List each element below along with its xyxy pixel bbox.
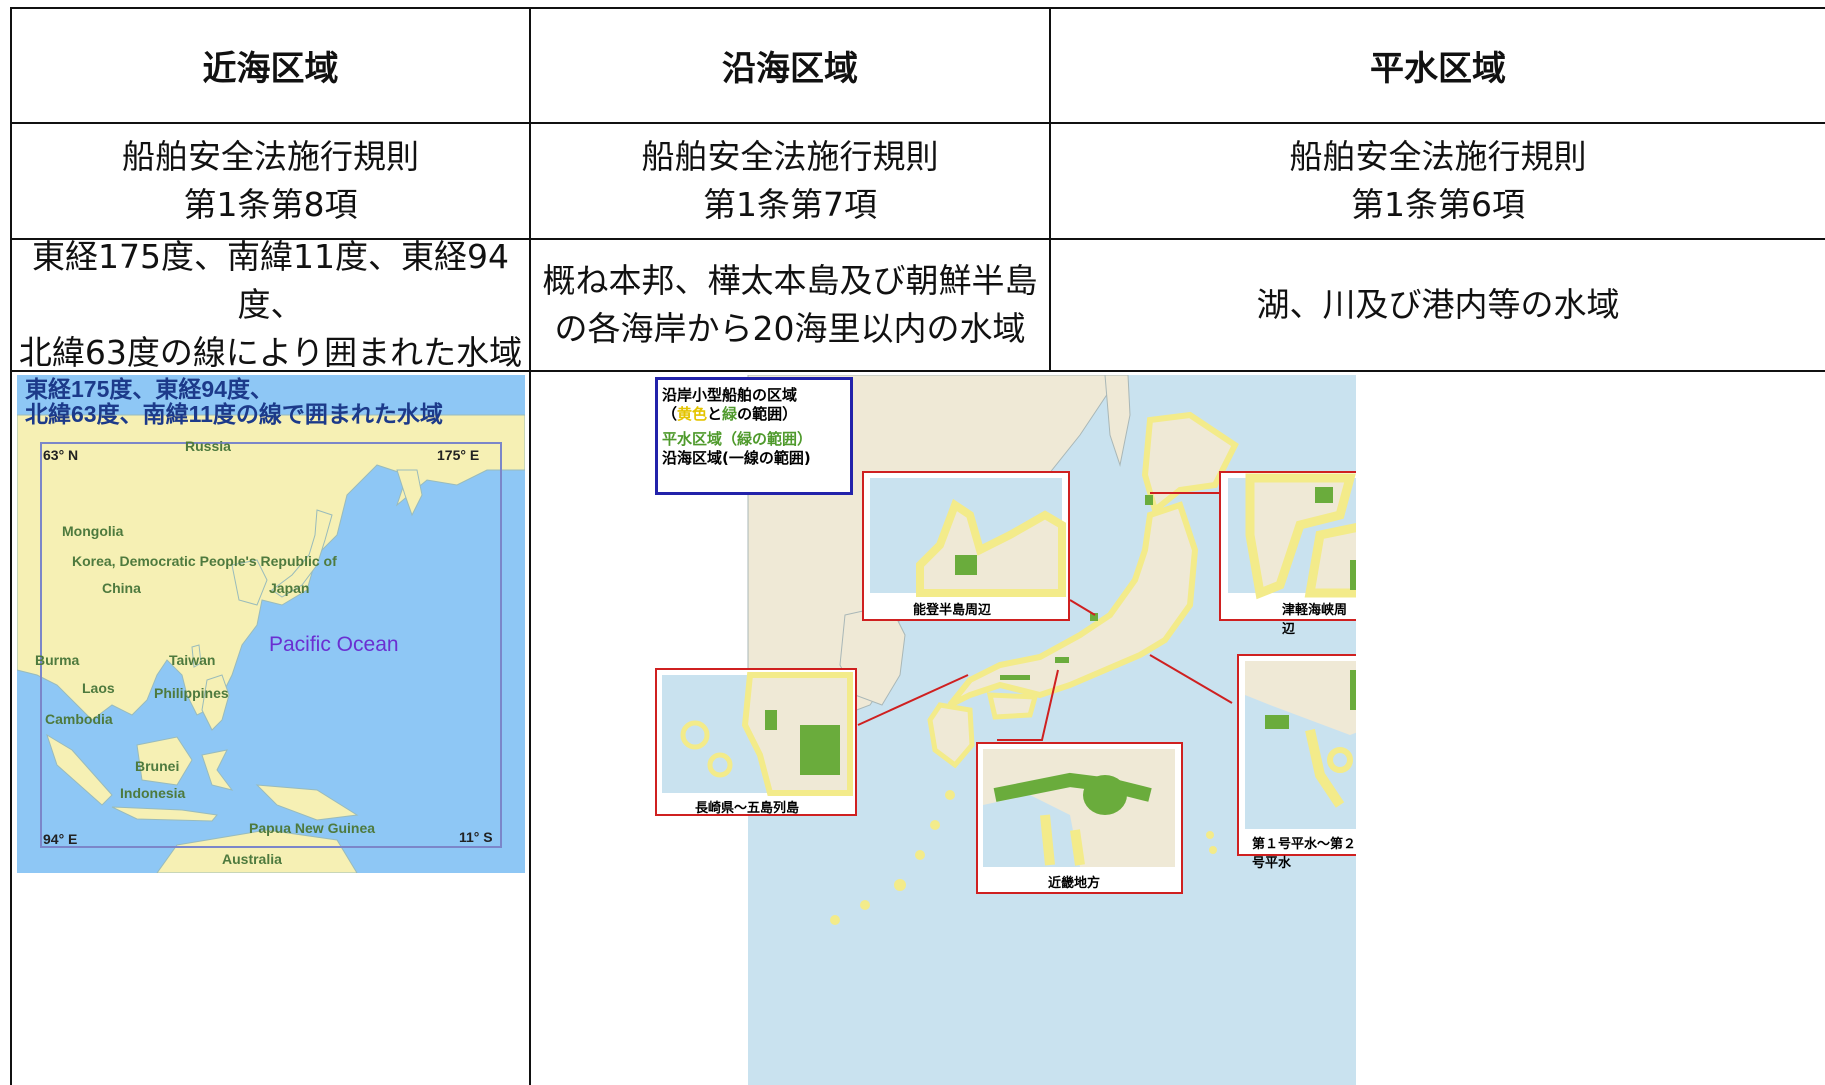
header-smooth-water: 平水区域 bbox=[1370, 49, 1506, 89]
place-label-mongolia: Mongolia bbox=[62, 523, 124, 539]
map-title: 東経175度、東経94度、 北緯63度、南緯11度の線で囲まれた水域 bbox=[25, 376, 443, 427]
place-label-russia: Russia bbox=[185, 438, 231, 454]
new-guinea-landmass bbox=[255, 784, 359, 821]
place-label-korea: Korea, Democratic People's Republic of bbox=[72, 553, 337, 569]
corner-label-nw: 63° N bbox=[43, 447, 79, 463]
place-label-pacific-ocean: Pacific Ocean bbox=[269, 633, 399, 656]
header-near-sea: 近海区域 bbox=[202, 49, 339, 89]
near-sea-map-svg bbox=[17, 375, 525, 873]
kamchatka-landmass bbox=[396, 469, 423, 517]
australia-landmass bbox=[156, 829, 358, 873]
table-border-top bbox=[10, 7, 1825, 9]
place-label-china: China bbox=[102, 580, 141, 596]
kyushu-island bbox=[927, 702, 975, 769]
caption-noto: 能登半島周辺 bbox=[913, 603, 992, 618]
inset-noto bbox=[862, 471, 1070, 621]
inset-connectors bbox=[857, 492, 1233, 741]
sakhalin-island bbox=[1104, 375, 1131, 467]
place-label-burma: Burma bbox=[35, 652, 80, 668]
java-landmass bbox=[111, 806, 218, 822]
map-legend: 沿岸小型船舶の区域 （黄色と緑の範囲） 平水区域（緑の範囲） 沿海区域(一線の範… bbox=[655, 377, 853, 495]
caption-tsugaru: 津軽海峡周辺 bbox=[1282, 603, 1348, 637]
japan-landmass bbox=[271, 509, 333, 598]
place-label-papua-new-guinea: Papua New Guinea bbox=[249, 820, 376, 836]
place-label-australia: Australia bbox=[222, 851, 282, 867]
boundary-box bbox=[40, 442, 502, 848]
legend-line-3: 平水区域（緑の範囲） bbox=[662, 430, 813, 448]
description-coastal: 概ね本邦、樺太本島及び朝鮮半島の各海岸から20海里以内の水域 bbox=[542, 261, 1038, 348]
borneo-landmass bbox=[136, 736, 193, 786]
header-coastal: 沿海区域 bbox=[722, 49, 858, 89]
table-row-divider bbox=[10, 122, 1825, 124]
table-column-divider bbox=[1049, 7, 1051, 372]
inset-kinki bbox=[976, 742, 1183, 894]
description-near-sea: 東経175度、南緯11度、東経94度、北緯63度の線により囲まれた水域 bbox=[18, 237, 523, 372]
honshu-island bbox=[947, 501, 1199, 708]
legend-line-4: 沿海区域(一線の範囲) bbox=[662, 449, 811, 467]
place-label-brunei: Brunei bbox=[135, 758, 180, 774]
hokkaido-island bbox=[1141, 411, 1239, 516]
legend-line-1: 沿岸小型船舶の区域 bbox=[662, 386, 798, 404]
sulawesi-landmass bbox=[201, 749, 234, 791]
corner-label-ne: 175° E bbox=[437, 447, 480, 463]
ryukyu-islands bbox=[830, 790, 955, 925]
rule-near-sea: 船舶安全法施行規則第1条第8項 bbox=[122, 137, 419, 224]
shikoku-island bbox=[986, 692, 1039, 720]
taiwan-landmass bbox=[191, 644, 202, 668]
korea-landmass bbox=[231, 559, 268, 606]
philippines-landmass bbox=[201, 674, 230, 731]
inset-tokyo-bay bbox=[1237, 654, 1356, 856]
near-sea-area-map: 東経175度、東経94度、 北緯63度、南緯11度の線で囲まれた水域 63° N… bbox=[17, 375, 525, 873]
place-label-cambodia: Cambodia bbox=[45, 711, 113, 727]
place-label-japan: Japan bbox=[269, 580, 310, 596]
corner-label-se: 11° S bbox=[459, 829, 493, 845]
rule-smooth-water: 船舶安全法施行規則第1条第6項 bbox=[1289, 137, 1587, 224]
rule-coastal: 船舶安全法施行規則第1条第7項 bbox=[641, 137, 939, 224]
table-column-divider bbox=[529, 7, 531, 1085]
place-label-taiwan: Taiwan bbox=[169, 652, 216, 668]
caption-kinki: 近畿地方 bbox=[1048, 876, 1101, 891]
caption-tokyo-bay: 第１号平水～第２号平水 bbox=[1252, 837, 1356, 871]
table-row-divider bbox=[10, 370, 1825, 372]
legend-line-2: （黄色と緑の範囲） bbox=[662, 405, 798, 423]
corner-label-sw: 94° E bbox=[43, 831, 78, 847]
inset-tsugaru bbox=[1219, 471, 1356, 621]
place-label-philippines: Philippines bbox=[154, 685, 229, 701]
coastal-area-map: 沿岸小型船舶の区域 （黄色と緑の範囲） 平水区域（緑の範囲） 沿海区域(一線の範… bbox=[650, 375, 1356, 1085]
inset-nagasaki bbox=[655, 668, 857, 816]
ogasawara-islands bbox=[1206, 831, 1217, 854]
place-label-indonesia: Indonesia bbox=[120, 785, 186, 801]
sumatra-landmass bbox=[46, 733, 113, 806]
caption-nagasaki: 長崎県～五島列島 bbox=[695, 801, 800, 816]
smooth-water-areas bbox=[1000, 495, 1153, 680]
table-row-divider bbox=[10, 238, 1825, 240]
table-border-left bbox=[10, 7, 12, 1085]
place-label-laos: Laos bbox=[82, 680, 115, 696]
description-smooth-water: 湖、川及び港内等の水域 bbox=[1256, 285, 1620, 324]
